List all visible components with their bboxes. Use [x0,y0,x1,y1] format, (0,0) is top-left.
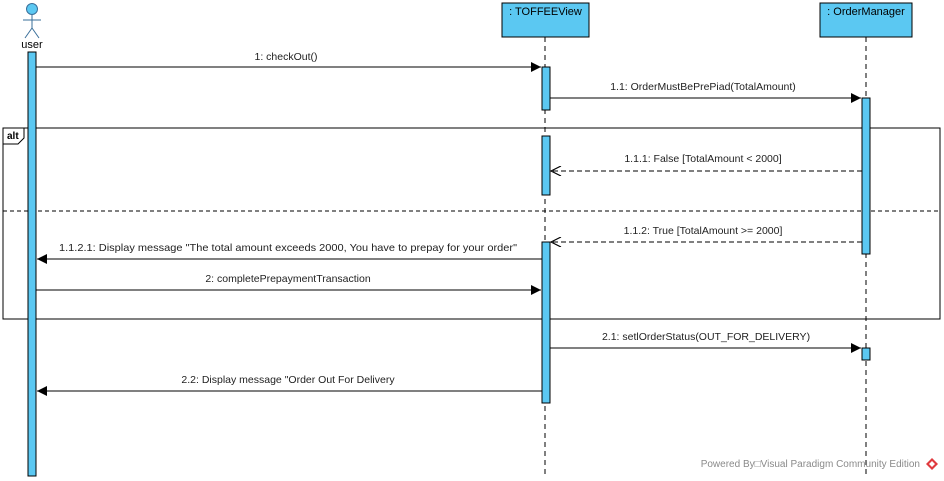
message-2-2[interactable]: 2.2: Display message "Order Out For Deli… [37,374,542,396]
message-2-1-label: 2.1: setlOrderStatus(OUT_FOR_DELIVERY) [602,331,810,343]
message-1[interactable]: 1: checkOut() [36,51,541,72]
message-1-1[interactable]: 1.1: OrderMustBePrePiad(TotalAmount) [550,81,861,103]
participant-toffeeview[interactable]: : TOFFEEView [501,2,590,38]
alt-operator-label: alt [7,131,19,142]
message-2-2-label: 2.2: Display message "Order Out For Deli… [181,374,395,386]
message-1-1-2-1-label: 1.1.2.1: Display message "The total amou… [59,242,517,254]
message-2[interactable]: 2: completePrepaymentTransaction [36,273,541,295]
participant-ordermanager[interactable]: : OrderManager [819,2,913,38]
activation-user [27,51,37,477]
alt-operator-tab [2,127,25,145]
activation-view-3 [541,241,551,404]
watermark-text: Powered By□Visual Paradigm Community Edi… [701,459,920,470]
user-stick-figure-icon [23,3,41,39]
activation-view-1 [541,66,551,111]
message-1-label: 1: checkOut() [254,51,317,63]
actor-user-label: user [21,39,43,51]
actor-user[interactable]: user [21,3,43,52]
participant-toffeeview-label: : TOFFEEView [509,6,582,18]
visual-paradigm-logo-icon [926,458,938,470]
activation-manager-2 [861,347,871,361]
message-2-1[interactable]: 2.1: setlOrderStatus(OUT_FOR_DELIVERY) [550,331,861,353]
message-1-1-2[interactable]: 1.1.2: True [TotalAmount >= 2000] [551,225,862,242]
message-1-1-1[interactable]: 1.1.1: False [TotalAmount < 2000] [551,153,862,171]
alt-fragment[interactable]: alt [2,127,941,320]
participant-toffeeview-box [501,2,590,38]
message-1-1-1-label: 1.1.1: False [TotalAmount < 2000] [624,153,781,165]
message-1-1-2-1[interactable]: 1.1.2.1: Display message "The total amou… [37,242,542,264]
activation-manager-1 [861,97,871,255]
participant-ordermanager-box [819,2,913,38]
participant-ordermanager-label: : OrderManager [827,6,905,18]
activation-view-2 [541,135,551,196]
watermark: Powered By□Visual Paradigm Community Edi… [701,458,938,470]
message-2-label: 2: completePrepaymentTransaction [205,273,371,285]
message-1-1-label: 1.1: OrderMustBePrePiad(TotalAmount) [610,81,796,93]
message-1-1-2-label: 1.1.2: True [TotalAmount >= 2000] [624,225,783,237]
alt-frame [2,127,941,320]
